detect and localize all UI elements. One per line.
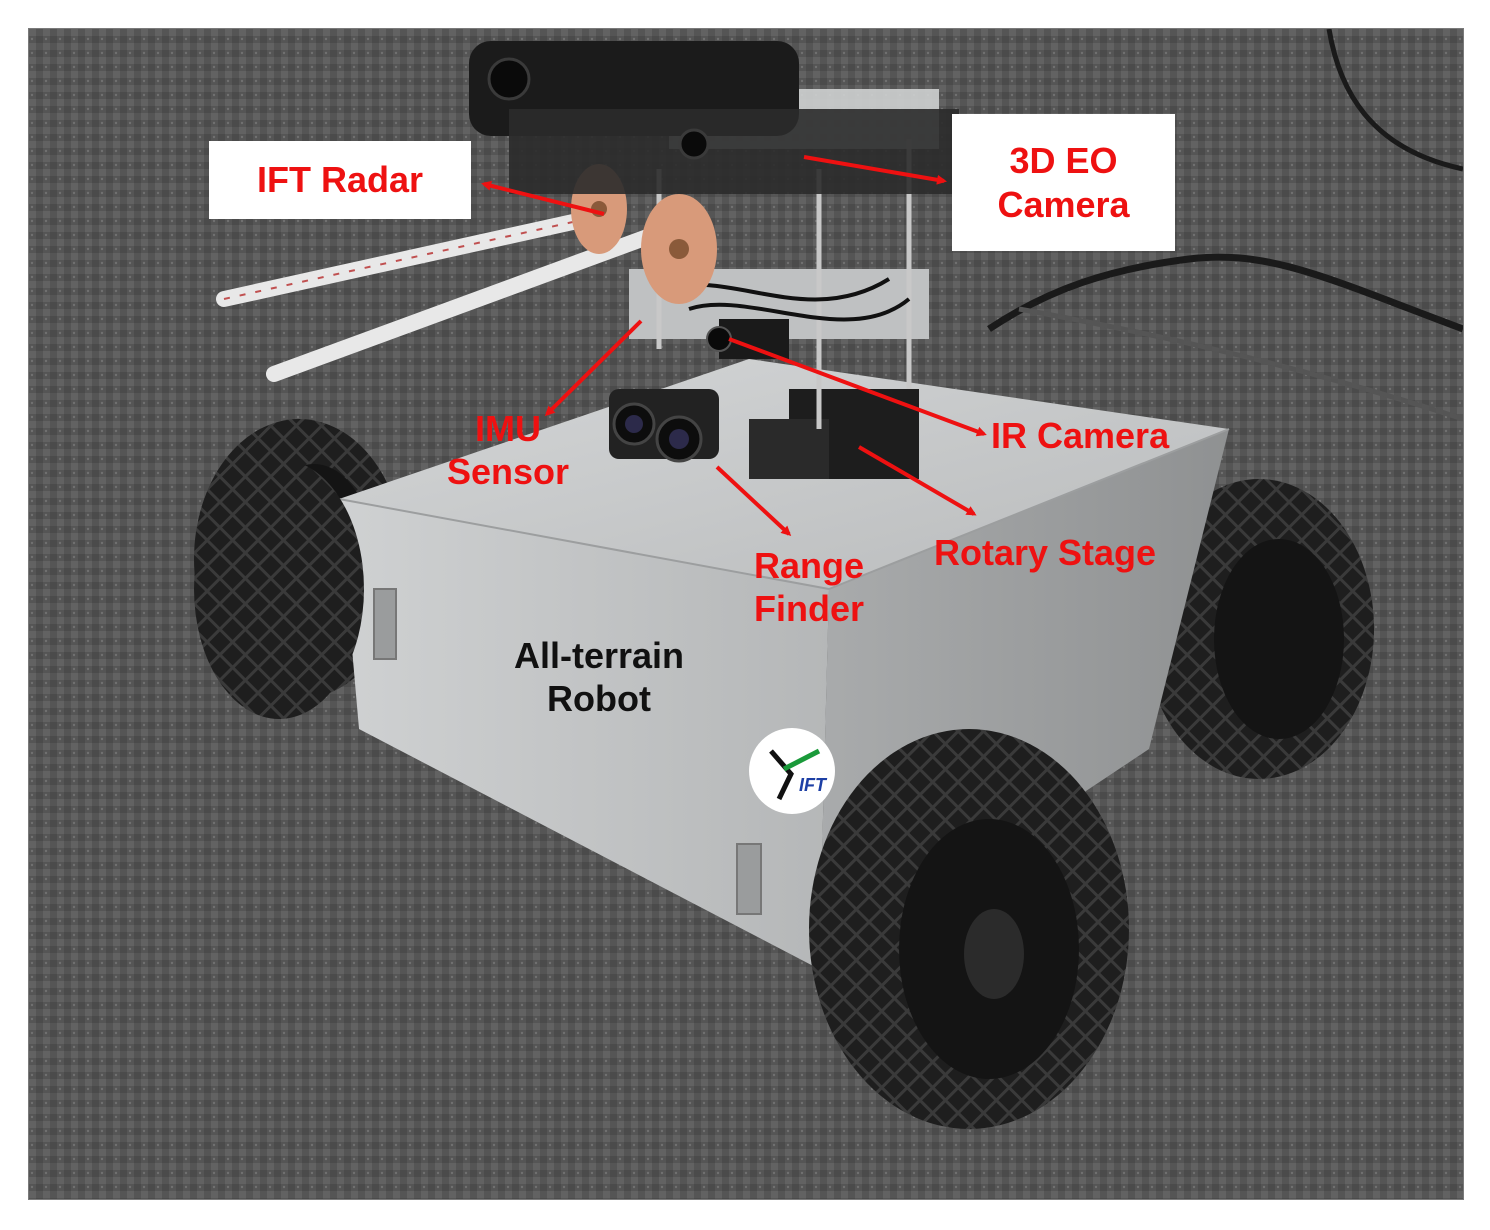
label-range-finder: Range Finder [754,544,864,630]
rotary-stage [749,389,919,479]
wheel-front-right [809,729,1129,1129]
cable [987,253,1463,333]
range-finder [609,389,719,463]
arrow-imu-sensor [544,319,643,417]
robot-photo: IFT [29,29,1463,1199]
photo-frame: IFT IFT Radar 3D EO Camera IMU Sensor IR… [28,28,1464,1200]
cable [1018,306,1463,422]
label-robot: All-terrain Robot [514,634,684,720]
eo-camera-device [469,41,959,194]
label-rotary-stage: Rotary Stage [934,532,1157,573]
annotation-arrows [481,155,987,537]
ift-logo: IFT [749,728,835,814]
label-ift-radar: IFT Radar [209,141,471,219]
label-imu-sensor: IMU Sensor [447,407,569,493]
label-imu-sensor-line-2: Sensor [447,451,570,493]
arrow-ir-camera [728,337,987,437]
label-eo-camera-line-2: Camera [997,183,1130,225]
arrow-eo-camera [803,155,947,185]
label-eo-camera-line-1: 3D EO [1009,140,1118,182]
label-imu-sensor-line-1: IMU [475,408,542,449]
arrow-rotary-stage [857,445,977,516]
wheel-front-left [194,459,364,719]
logo-text: IFT [799,775,828,795]
ir-camera-device [706,319,789,359]
label-range-finder-line-1: Range [754,545,865,586]
label-robot-line-2: Robot [547,678,651,720]
wheel-rear-right [1144,479,1374,779]
label-ir-camera: IR Camera [991,415,1170,456]
arrow-range-finder [715,465,792,537]
arrow-ift-radar [481,180,605,216]
label-eo-camera: 3D EO Camera [952,114,1175,251]
label-range-finder-line-2: Finder [754,588,865,630]
label-robot-line-1: All-terrain [514,635,685,676]
